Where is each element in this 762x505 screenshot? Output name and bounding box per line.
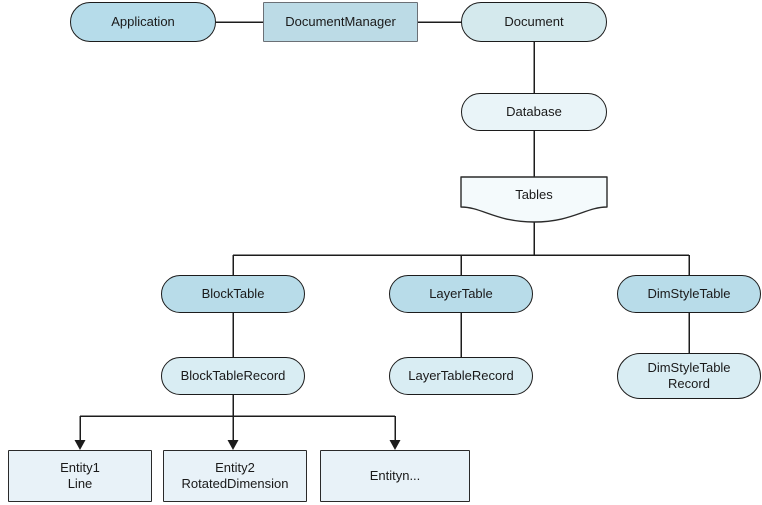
node-layer-table-label: LayerTable — [429, 285, 493, 301]
node-block-table-record[interactable]: BlockTableRecord — [161, 357, 305, 395]
node-application-label: Application — [111, 13, 175, 29]
node-database[interactable]: Database — [461, 93, 607, 131]
node-dim-style-table-label: DimStyleTable — [647, 285, 731, 301]
node-document-manager-label: DocumentManager — [285, 13, 396, 29]
node-layer-table[interactable]: LayerTable — [389, 275, 533, 313]
node-layer-table-record[interactable]: LayerTableRecord — [389, 357, 533, 395]
node-document-label: Document — [504, 13, 564, 29]
arrowhead-entity2 — [227, 440, 239, 450]
node-dim-style-table-record[interactable]: DimStyleTable Record — [617, 353, 761, 399]
node-block-table-label: BlockTable — [201, 285, 265, 301]
node-entityn-label: Entityn... — [369, 467, 421, 483]
node-entity1-label: Entity1 Line — [60, 459, 100, 491]
node-entityn[interactable]: Entityn... — [320, 450, 470, 502]
node-layer-table-record-label: LayerTableRecord — [408, 367, 514, 383]
node-entity1[interactable]: Entity1 Line — [8, 450, 152, 502]
node-tables[interactable]: Tables — [461, 177, 607, 213]
node-block-table[interactable]: BlockTable — [161, 275, 305, 313]
node-block-table-record-label: BlockTableRecord — [180, 367, 286, 383]
node-document[interactable]: Document — [461, 2, 607, 42]
node-dim-style-table-record-label: DimStyleTable Record — [647, 359, 731, 391]
arrowhead-entity1 — [74, 440, 86, 450]
arrowhead-entityn — [389, 440, 401, 450]
node-dim-style-table[interactable]: DimStyleTable — [617, 275, 761, 313]
node-document-manager[interactable]: DocumentManager — [263, 2, 418, 42]
edge-arrowheads — [74, 440, 401, 450]
node-database-label: Database — [506, 103, 562, 119]
node-application[interactable]: Application — [70, 2, 216, 42]
node-entity2-label: Entity2 RotatedDimension — [181, 459, 289, 491]
node-tables-label: Tables — [515, 186, 553, 202]
node-entity2[interactable]: Entity2 RotatedDimension — [163, 450, 307, 502]
